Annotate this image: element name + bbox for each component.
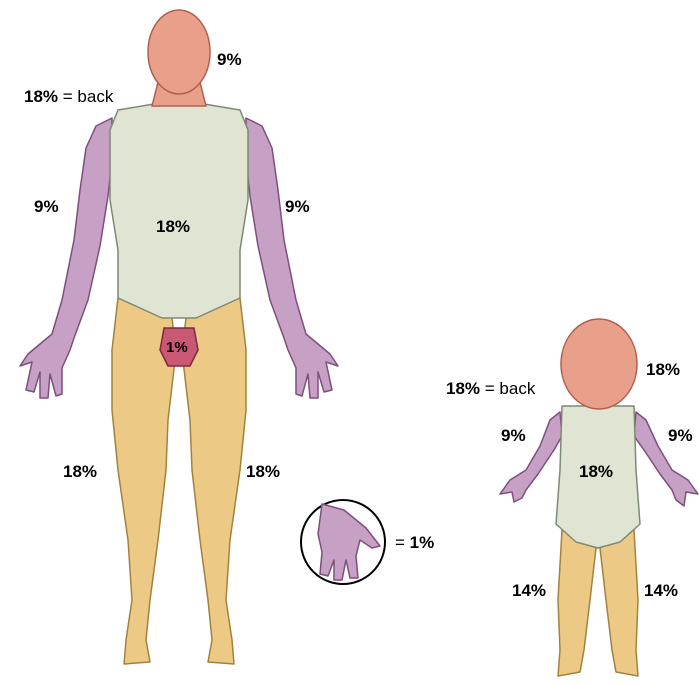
adult-arm-left-label: 9%: [34, 198, 59, 215]
child-arm-right-label: 9%: [668, 427, 693, 444]
adult-back-value: 18%: [24, 87, 58, 106]
child-back-value: 18%: [446, 379, 480, 398]
child-back-label: 18% = back: [446, 380, 535, 397]
palm-callout: [301, 500, 385, 584]
child-back-text: = back: [485, 379, 536, 398]
palm-value: 1%: [410, 533, 435, 552]
adult-leg-right-label: 18%: [246, 463, 280, 480]
adult-figure: [20, 10, 338, 664]
palm-equals: =: [395, 533, 405, 552]
adult-back-label: 18% = back: [24, 88, 113, 105]
child-leg-left-label: 14%: [512, 582, 546, 599]
child-leg-right-label: 14%: [644, 582, 678, 599]
adult-arm-right-label: 9%: [285, 198, 310, 215]
child-head: [561, 319, 637, 409]
adult-arm-left: [20, 118, 112, 398]
adult-trunk-label: 18%: [156, 218, 190, 235]
adult-trunk: [110, 104, 248, 318]
child-leg-right: [600, 530, 638, 676]
adult-groin-label: 1%: [166, 340, 188, 355]
palm-label: = 1%: [395, 534, 434, 551]
adult-head-label: 9%: [217, 51, 242, 68]
adult-leg-left-label: 18%: [63, 463, 97, 480]
adult-arm-right: [246, 118, 338, 398]
adult-head: [148, 10, 210, 94]
child-leg-left: [558, 530, 596, 676]
child-head-label: 18%: [646, 361, 680, 378]
adult-back-text: = back: [63, 87, 114, 106]
child-trunk-label: 18%: [579, 463, 613, 480]
child-arm-left-label: 9%: [501, 427, 526, 444]
